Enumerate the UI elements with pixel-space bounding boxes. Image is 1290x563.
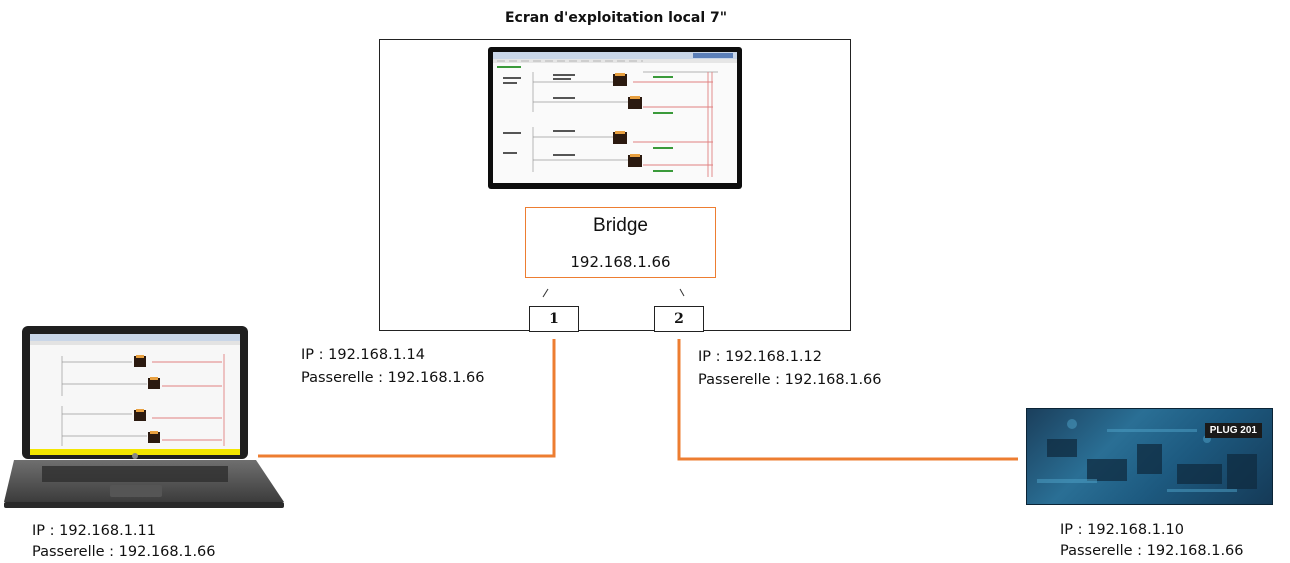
laptop-ip-label: IP : 192.168.1.11 [32,523,156,539]
port2-gateway-label: Passerelle : 192.168.1.66 [698,372,882,388]
laptop-gateway-label: Passerelle : 192.168.1.66 [32,544,216,560]
bridge-port2-tick [679,288,685,297]
laptop-icon [4,326,284,508]
port1-ip-label: IP : 192.168.1.14 [301,347,425,363]
bridge-ip: 192.168.1.66 [570,253,671,271]
plc-ip-label: IP : 192.168.1.10 [1060,522,1184,538]
bridge-name: Bridge [593,215,648,236]
port-2: 2 [654,306,704,332]
scada-screenshot [493,52,737,183]
screen-title: Ecran d'exploitation local 7" [504,10,728,26]
plc-badge: PLUG 201 [1204,423,1262,438]
port1-gateway-label: Passerelle : 192.168.1.66 [301,370,485,386]
local-operator-panel-frame [379,39,851,331]
scada-mimic-graphic [493,52,737,177]
bridge-box: Bridge 192.168.1.66 [525,207,716,278]
local-screen-display [488,47,742,189]
plc-gateway-label: Passerelle : 192.168.1.66 [1060,543,1244,559]
wire-port1-laptop [258,339,556,458]
port-1: 1 [529,306,579,332]
bridge-port1-tick [542,288,549,298]
port2-ip-label: IP : 192.168.1.12 [698,349,822,365]
wire-port2-plc [677,339,1018,461]
plc-device: PLUG 201 [1026,408,1273,505]
laptop-computer [2,326,286,512]
